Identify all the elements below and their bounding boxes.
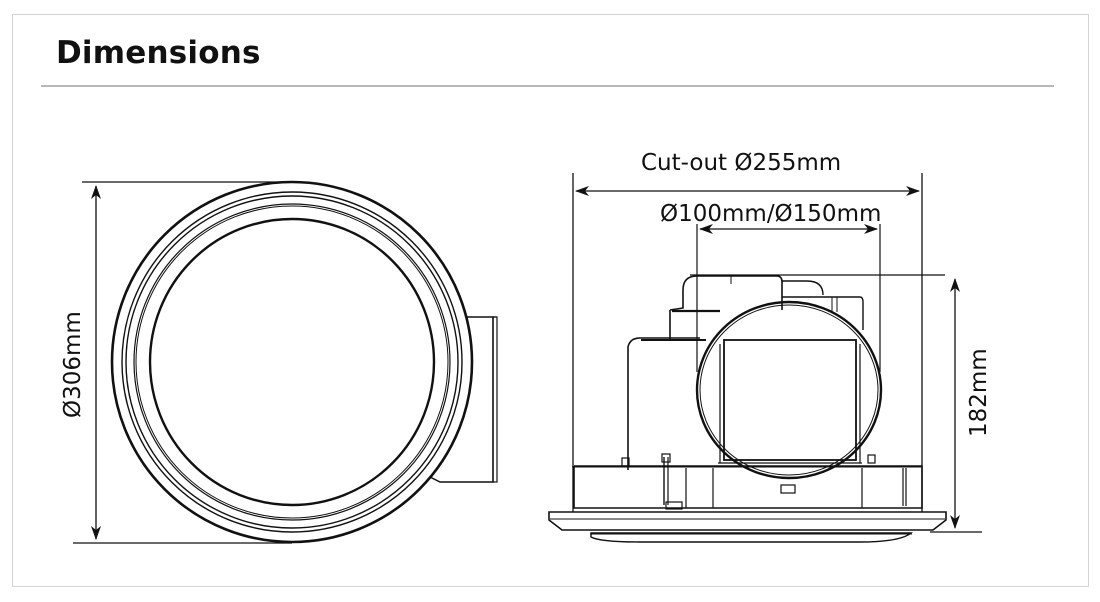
diagram-frame bbox=[12, 14, 1089, 587]
title-underline bbox=[41, 85, 1054, 87]
page-title: Dimensions bbox=[56, 35, 261, 71]
duct-diameter-label: Ø100mm/Ø150mm bbox=[660, 201, 881, 227]
diameter-label: Ø306mm bbox=[60, 311, 86, 418]
top-view bbox=[73, 180, 498, 544]
height-label: 182mm bbox=[966, 348, 992, 437]
cutout-label: Cut-out Ø255mm bbox=[641, 150, 841, 176]
side-view bbox=[548, 173, 982, 543]
